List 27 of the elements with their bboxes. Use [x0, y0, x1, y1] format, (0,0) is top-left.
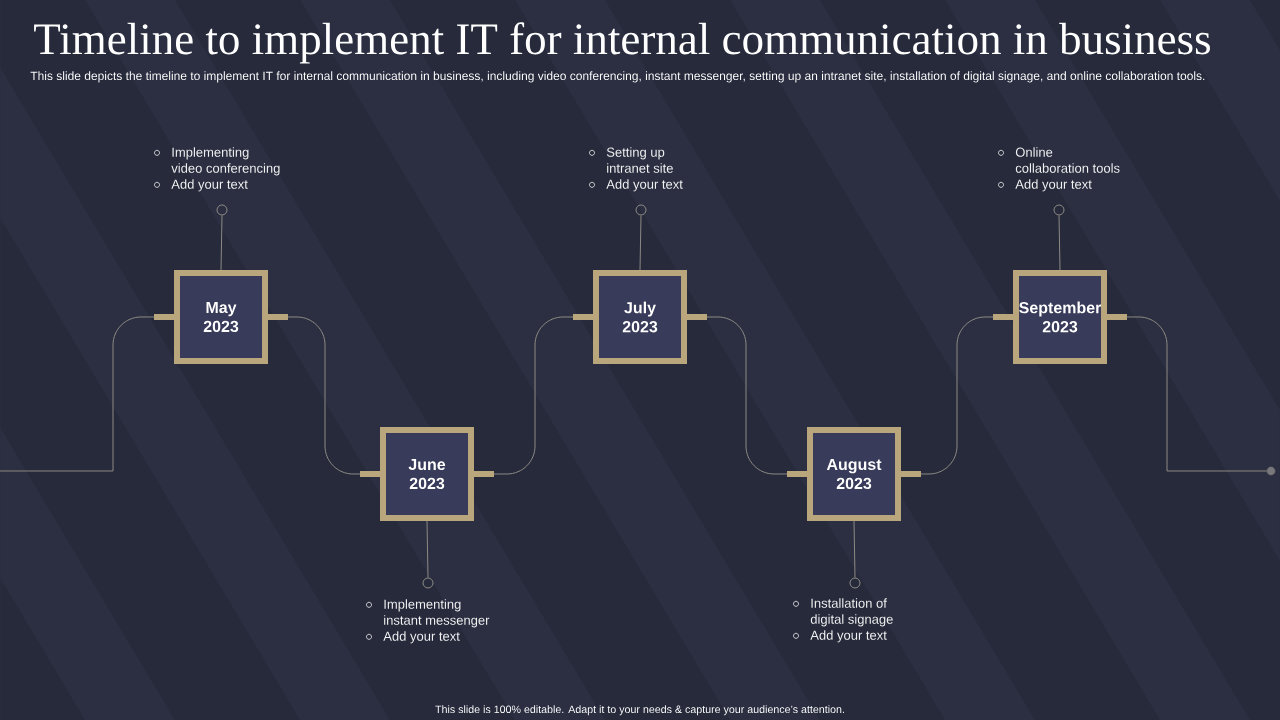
node-label: Add your text	[810, 630, 887, 643]
connector-line	[706, 316, 788, 475]
node-label: Add your text	[171, 179, 248, 192]
bullet-list: Implementing instant messenger Add your text	[366, 599, 490, 644]
bullet-list: Online collaboration tools Add your text	[998, 147, 1120, 192]
connector-line	[287, 316, 361, 475]
node-label: Online collaboration tools	[1015, 147, 1120, 173]
bullet-list: Implementing video conferencing Add your text	[154, 147, 280, 192]
node-label: Installation of digital signage	[810, 598, 893, 627]
bullet-list: Installation of digital signage Add your text	[793, 598, 893, 643]
node-label: Add your text	[383, 631, 460, 644]
node-label: Setting up intranet site	[606, 147, 673, 173]
leader-line	[639, 215, 642, 271]
leader-line	[426, 520, 429, 578]
leader-line	[853, 520, 856, 578]
node-label: Add your text	[606, 179, 683, 192]
title: Timeline to implement IT for internal communication in business	[34, 22, 1210, 64]
node-label: Implementing instant messenger	[384, 599, 490, 628]
footer-note: This slide is 100% editable. Adapt it to your needs & capture your audience’s attention.	[435, 705, 844, 716]
node-label: Implementing video conferencing	[171, 147, 280, 176]
node-label: Add your text	[1015, 179, 1092, 192]
connector-line	[920, 316, 994, 475]
subtitle: This slide depicts the timeline to implement IT for internal communication in business, including video conferencing, instant messenger, setting up an intranet site, installation of digital signage, and online collaboration tools.	[30, 71, 1205, 83]
connector-line	[493, 316, 574, 475]
leader-line	[1058, 215, 1061, 271]
bullet-list: Setting up intranet site Add your text	[589, 147, 683, 192]
leader-line	[220, 215, 223, 271]
